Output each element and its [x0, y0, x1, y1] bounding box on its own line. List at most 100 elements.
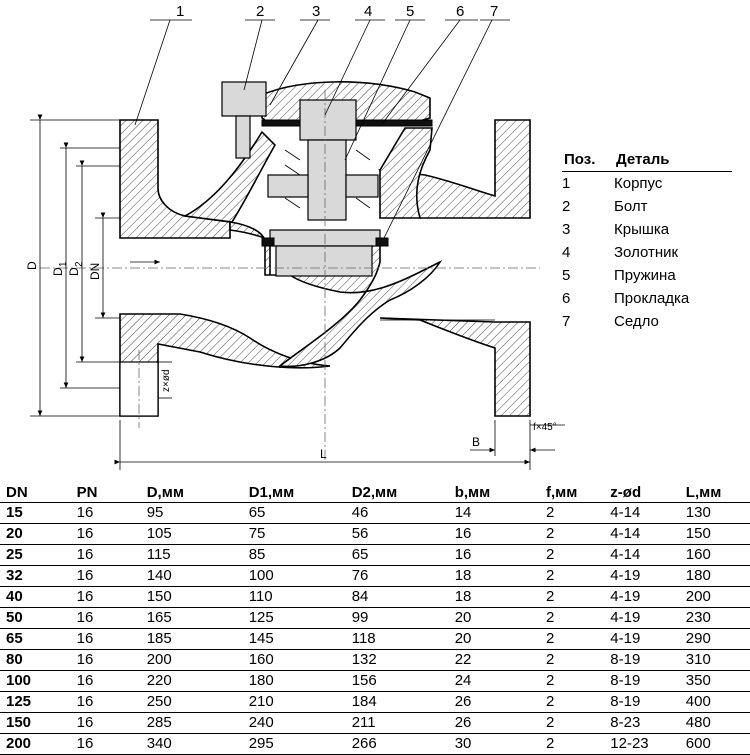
- table-cell: 16: [70, 649, 141, 671]
- legend-pos: 1: [562, 175, 571, 192]
- table-cell: 25: [0, 544, 71, 566]
- table-cell: 105: [140, 523, 243, 545]
- body-top-right: [379, 127, 433, 219]
- table-cell: 20: [448, 607, 540, 629]
- table-cell: 118: [345, 628, 449, 650]
- table-cell: 2: [539, 691, 605, 713]
- table-cell: 210: [242, 691, 346, 713]
- table-cell: 2: [539, 712, 605, 734]
- table-cell: 2: [539, 502, 605, 524]
- table-cell: 125: [0, 691, 71, 713]
- table-cell: 56: [345, 523, 449, 545]
- legend-header-part: Деталь: [616, 151, 670, 168]
- stem: [307, 139, 347, 221]
- table-cell: 180: [242, 670, 346, 692]
- table-cell: 16: [70, 544, 141, 566]
- callout-3: 3: [312, 3, 320, 20]
- seat-dark-right: [375, 237, 389, 247]
- table-cell: 84: [345, 586, 449, 608]
- dim-chamfer: f×45°: [533, 422, 557, 433]
- table-cell: 65: [0, 628, 71, 650]
- table-cell: 16: [70, 523, 141, 545]
- legend-part: Крышка: [614, 221, 670, 238]
- bolt-head: [221, 81, 267, 117]
- table-cell: 16: [70, 586, 141, 608]
- table-cell: 290: [679, 628, 750, 650]
- table-cell: 115: [140, 544, 243, 566]
- dim-D: D: [25, 261, 39, 270]
- table-cell: 26: [448, 712, 540, 734]
- table-cell: 150: [140, 586, 243, 608]
- table-cell: 295: [242, 733, 346, 755]
- dim-z-od: z×ød: [161, 369, 172, 392]
- table-cell: 18: [448, 565, 540, 587]
- table-cell: 4-19: [604, 586, 680, 608]
- table-cell: 76: [345, 565, 449, 587]
- table-cell: 184: [345, 691, 449, 713]
- callout-4: 4: [364, 3, 372, 20]
- table-cell: 185: [140, 628, 243, 650]
- seat-dark-left: [261, 237, 275, 247]
- dim-DN: DN: [88, 263, 102, 280]
- stem-guide: [299, 99, 357, 141]
- dim-L: L: [320, 447, 327, 461]
- table-cell: 8-19: [604, 649, 680, 671]
- table-cell: 30: [448, 733, 540, 755]
- table-cell: 130: [679, 502, 750, 524]
- table-cell: 16: [70, 607, 141, 629]
- table-cell: 99: [345, 607, 449, 629]
- table-cell: 4-14: [604, 544, 680, 566]
- valve-section-drawing: 1 2 3 4 5 6 7 D D 1 D 2 DN z×ød L B f×45…: [25, 3, 565, 470]
- callout-leaders: [134, 19, 510, 239]
- table-cell: 2: [539, 670, 605, 692]
- table-cell: 160: [242, 649, 346, 671]
- table-cell: 16: [70, 691, 141, 713]
- legend-pos: 4: [562, 244, 571, 261]
- table-cell: 85: [242, 544, 346, 566]
- table-cell: 20: [0, 523, 71, 545]
- table-cell: 15: [0, 502, 71, 524]
- table-cell: 180: [679, 565, 750, 587]
- table-cell: 22: [448, 649, 540, 671]
- table-cell: 32: [0, 565, 71, 587]
- callout-5: 5: [406, 3, 414, 20]
- table-cell: 100: [242, 565, 346, 587]
- table-cell: 2: [539, 586, 605, 608]
- table-cell: 16: [70, 565, 141, 587]
- table-cell: 16: [70, 628, 141, 650]
- table-header-cell: PN: [76, 483, 98, 501]
- table-cell: 2: [539, 523, 605, 545]
- legend-part: Седло: [614, 313, 659, 330]
- svg-text:2: 2: [74, 261, 85, 267]
- callout-2: 2: [256, 3, 264, 20]
- callout-7: 7: [490, 3, 498, 20]
- table-cell: 480: [679, 712, 750, 734]
- table-cell: 4-19: [604, 628, 680, 650]
- callout-1: 1: [176, 3, 184, 20]
- table-cell: 20: [448, 628, 540, 650]
- table-cell: 26: [448, 691, 540, 713]
- table-header-cell: b,мм: [454, 483, 491, 501]
- table-cell: 600: [679, 733, 750, 755]
- dim-D2: D 2: [67, 261, 85, 276]
- table-cell: 2: [539, 607, 605, 629]
- table-cell: 211: [345, 712, 449, 734]
- table-cell: 220: [140, 670, 243, 692]
- table-header-cell: D,мм: [146, 483, 184, 501]
- right-flange-bottom: [379, 317, 531, 417]
- table-cell: 132: [345, 649, 449, 671]
- table-cell: 16: [70, 733, 141, 755]
- table-cell: 200: [679, 586, 750, 608]
- table-cell: 2: [539, 649, 605, 671]
- table-cell: 165: [140, 607, 243, 629]
